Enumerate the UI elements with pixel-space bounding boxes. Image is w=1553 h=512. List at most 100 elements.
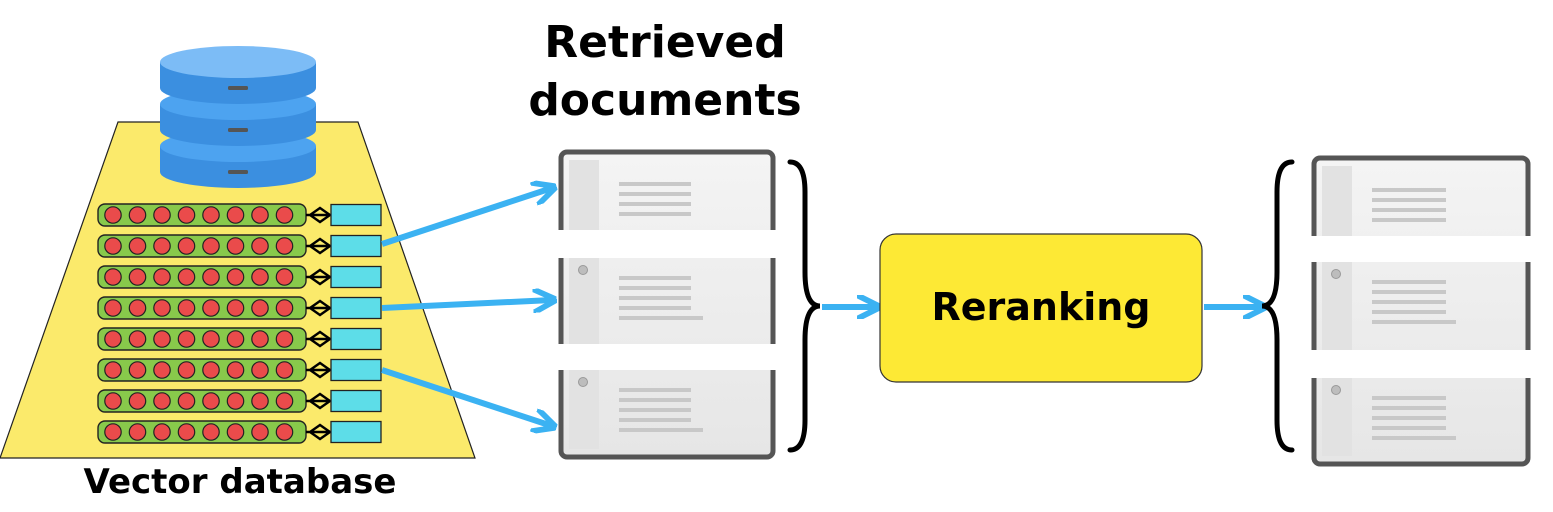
page-gap (553, 230, 781, 258)
vector-component-dot (128, 299, 147, 317)
vector-component-dot (275, 237, 294, 255)
vector-row (97, 296, 382, 320)
document-text-line (619, 202, 691, 206)
link-arrow-icon (306, 206, 334, 224)
document-text-line (619, 408, 691, 412)
database-icon (160, 46, 316, 188)
vector-component-dot (226, 330, 245, 348)
document-text-line (619, 296, 691, 300)
document-id-box (330, 327, 382, 351)
vector-component-dot (177, 423, 196, 441)
vector-component-dot (153, 299, 171, 317)
document-text-line (619, 418, 691, 422)
document-frame (558, 149, 776, 460)
vector-component-dot (251, 392, 269, 410)
vector-component-dot (177, 392, 196, 410)
arrow-vector-to-doc-1 (381, 188, 552, 247)
reranking-label: Reranking (931, 285, 1151, 329)
vector-component-dot (275, 330, 294, 348)
document-text-line (619, 306, 691, 310)
document-text-line (619, 192, 691, 196)
vector-component-dot (202, 268, 220, 286)
document-text-line (619, 398, 691, 402)
vector-component-dot (275, 361, 294, 379)
vector-component-dot (275, 206, 294, 224)
vector-component-dot (226, 206, 245, 224)
vector-component-dot (153, 268, 171, 286)
document-text-line (1372, 426, 1446, 430)
vector-row (97, 420, 382, 444)
vector-component-dot (202, 361, 220, 379)
vector-component-dot (128, 423, 147, 441)
vector-component-dot (104, 392, 122, 410)
page-gap (1306, 236, 1536, 262)
document-spine (569, 160, 599, 449)
vector-component-dot (251, 330, 269, 348)
retrieved-document-stack (553, 149, 781, 460)
link-arrow-icon (306, 361, 334, 379)
retrieved-documents-title: Retrieved documents (515, 14, 815, 130)
vector-component-dot (128, 268, 147, 286)
document-text-line (619, 316, 703, 320)
vector-component-dot (226, 237, 245, 255)
vector-component-dot (153, 361, 171, 379)
link-arrow-icon (306, 268, 334, 286)
vector-component-dot (128, 361, 147, 379)
document-text-line (619, 182, 691, 186)
document-text-line (1372, 396, 1446, 400)
vector-component-dot (128, 392, 147, 410)
link-arrow-icon (306, 299, 334, 317)
vector-component-dot (153, 237, 171, 255)
vector-component-dot (104, 237, 122, 255)
binder-hole-icon (1331, 269, 1341, 279)
vector-component-dot (104, 299, 122, 317)
document-text-line (1372, 300, 1446, 304)
vector-row (97, 265, 382, 289)
vector-component-dot (177, 237, 196, 255)
vector-component-dot (177, 299, 196, 317)
vector-component-dot (275, 268, 294, 286)
vector-component-dot (202, 330, 220, 348)
vector-component-dot (251, 423, 269, 441)
vector-component-dot (104, 423, 122, 441)
vector-component-dot (153, 206, 171, 224)
vector-component-dot (177, 330, 196, 348)
vector-component-dot (202, 392, 220, 410)
binder-hole-icon (578, 377, 588, 387)
link-arrow-icon (306, 423, 334, 441)
vector-row (97, 327, 382, 351)
vector-component-dot (251, 268, 269, 286)
vector-component-dot (275, 299, 294, 317)
document-text-line (1372, 406, 1446, 410)
arrow-vector-to-doc-3 (381, 367, 552, 426)
binder-hole-icon (578, 265, 588, 275)
vector-component-dot (153, 392, 171, 410)
vector-component-dot (226, 423, 245, 441)
document-id-box (330, 389, 382, 413)
vector-component-dot (251, 237, 269, 255)
vector-component-dot (177, 268, 196, 286)
document-id-box (330, 358, 382, 382)
document-text-line (1372, 320, 1456, 324)
arrow-vector-to-doc-2 (381, 300, 552, 308)
vector-component-dot (202, 237, 220, 255)
vector-rows (97, 203, 382, 444)
reranked-document-stack (1306, 155, 1536, 467)
vector-component-dot (202, 299, 220, 317)
document-id-box (330, 234, 382, 258)
vector-component-dot (128, 237, 147, 255)
document-text-line (1372, 188, 1446, 192)
link-arrow-icon (306, 237, 334, 255)
document-text-line (1372, 218, 1446, 222)
vector-component-dot (104, 268, 122, 286)
vector-component-dot (275, 423, 294, 441)
link-arrow-icon (306, 392, 334, 410)
vector-component-dot (153, 423, 171, 441)
vector-component-dot (251, 361, 269, 379)
document-text-line (619, 286, 691, 290)
vector-component-dot (251, 299, 269, 317)
vector-component-dot (226, 361, 245, 379)
document-text-line (619, 428, 703, 432)
vector-component-dot (177, 206, 196, 224)
